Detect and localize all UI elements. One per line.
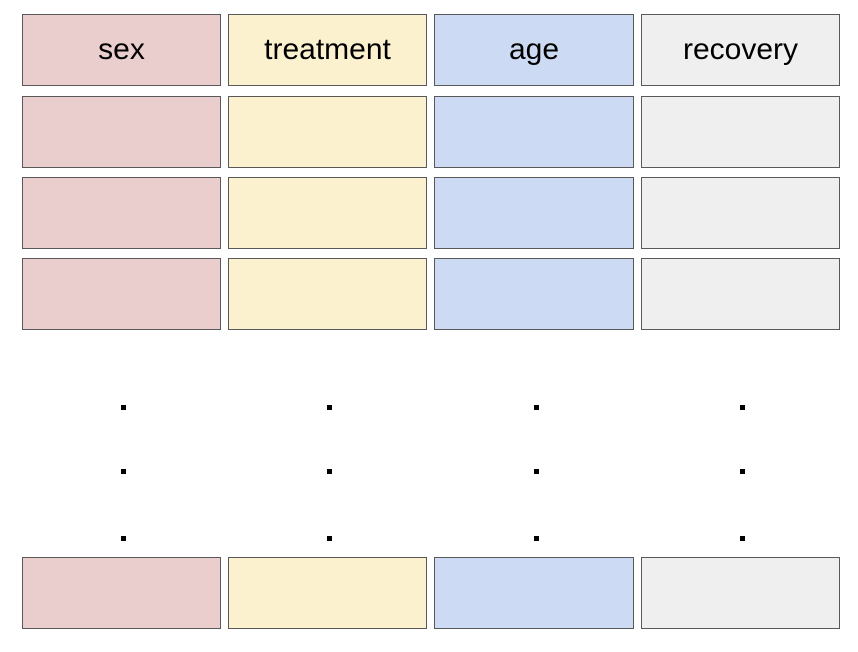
ellipsis-dot (534, 405, 539, 410)
data-cell-age (434, 177, 634, 249)
ellipsis-dot (327, 536, 332, 541)
data-cell-recovery (641, 177, 840, 249)
data-cell-age (434, 96, 634, 168)
ellipsis-dot (740, 405, 745, 410)
ellipsis-dot (534, 536, 539, 541)
data-cell-treatment (228, 258, 427, 330)
data-cell-sex (22, 177, 221, 249)
data-cell-sex (22, 258, 221, 330)
data-cell-age (434, 258, 634, 330)
header-cell-age: age (434, 14, 634, 86)
data-cell-treatment (228, 96, 427, 168)
ellipsis-dot (534, 469, 539, 474)
ellipsis-dot (121, 469, 126, 474)
data-cell-sex (22, 96, 221, 168)
data-cell-treatment (228, 557, 427, 629)
header-label-sex: sex (98, 33, 145, 66)
data-cell-sex (22, 557, 221, 629)
ellipsis-dot (740, 469, 745, 474)
data-cell-treatment (228, 177, 427, 249)
data-cell-recovery (641, 557, 840, 629)
ellipsis-dot (121, 405, 126, 410)
header-cell-treatment: treatment (228, 14, 427, 86)
header-cell-recovery: recovery (641, 14, 840, 86)
header-label-age: age (508, 33, 560, 66)
ellipsis-dot (740, 536, 745, 541)
data-cell-recovery (641, 258, 840, 330)
header-label-recovery: recovery (682, 33, 799, 66)
ellipsis-dot (327, 469, 332, 474)
ellipsis-dot (121, 536, 126, 541)
header-cell-sex: sex (22, 14, 221, 86)
ellipsis-dot (327, 405, 332, 410)
data-cell-recovery (641, 96, 840, 168)
header-label-treatment: treatment (264, 33, 391, 66)
data-cell-age (434, 557, 634, 629)
